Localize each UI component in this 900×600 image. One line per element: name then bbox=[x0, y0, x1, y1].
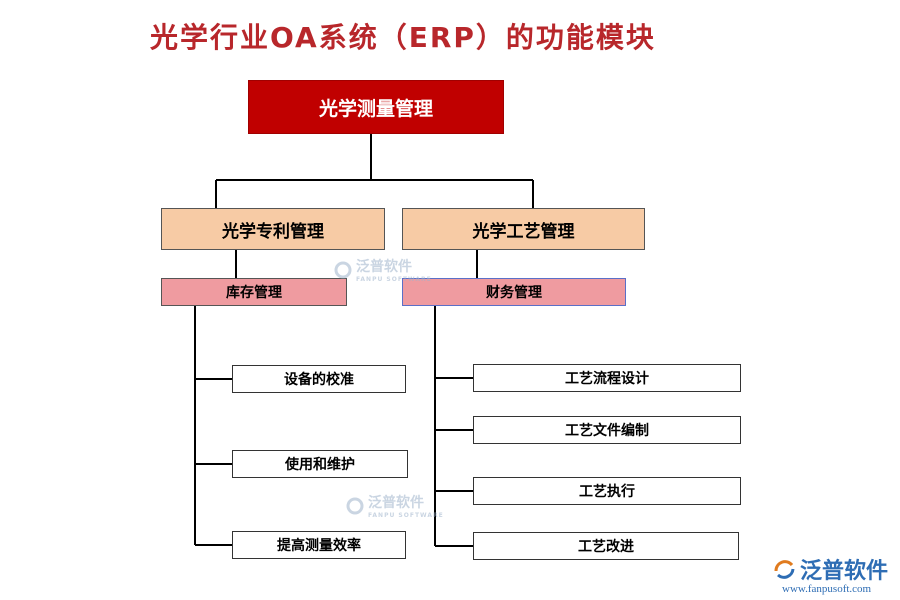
leaf-process-improvement: 工艺改进 bbox=[473, 532, 739, 560]
watermark-sub: FANPU SOFTWARE bbox=[368, 512, 444, 519]
watermark-text: 泛普软件 bbox=[356, 259, 412, 275]
node-process-mgmt: 光学工艺管理 bbox=[402, 208, 645, 250]
watermark-logo-icon bbox=[334, 261, 352, 278]
root-node: 光学测量管理 bbox=[248, 80, 504, 134]
node-finance-mgmt: 财务管理 bbox=[402, 278, 626, 306]
leaf-process-design: 工艺流程设计 bbox=[473, 364, 741, 392]
node-patent-mgmt: 光学专利管理 bbox=[161, 208, 385, 250]
watermark-logo-icon bbox=[346, 497, 364, 514]
leaf-process-execution: 工艺执行 bbox=[473, 477, 741, 505]
brand-name: 泛普软件 bbox=[800, 559, 889, 584]
leaf-use-and-maintenance: 使用和维护 bbox=[232, 450, 408, 478]
leaf-process-documents: 工艺文件编制 bbox=[473, 416, 741, 444]
leaf-equipment-calibration: 设备的校准 bbox=[232, 365, 406, 393]
watermark: 泛普软件 FANPU SOFTWARE bbox=[346, 492, 444, 519]
watermark: 泛普软件 FANPU SOFTWARE bbox=[334, 256, 432, 283]
diagram-title: 光学行业OA系统（ERP）的功能模块 bbox=[150, 21, 656, 54]
leaf-improve-efficiency: 提高测量效率 bbox=[232, 531, 406, 559]
brand-url: www.fanpusoft.com bbox=[782, 583, 872, 595]
node-inventory-mgmt: 库存管理 bbox=[161, 278, 347, 306]
watermark-sub: FANPU SOFTWARE bbox=[356, 276, 432, 283]
brand-logo: 泛普软件 www.fanpusoft.com bbox=[772, 553, 889, 595]
brand-logo-icon bbox=[774, 560, 795, 579]
watermark-text: 泛普软件 bbox=[368, 495, 424, 511]
